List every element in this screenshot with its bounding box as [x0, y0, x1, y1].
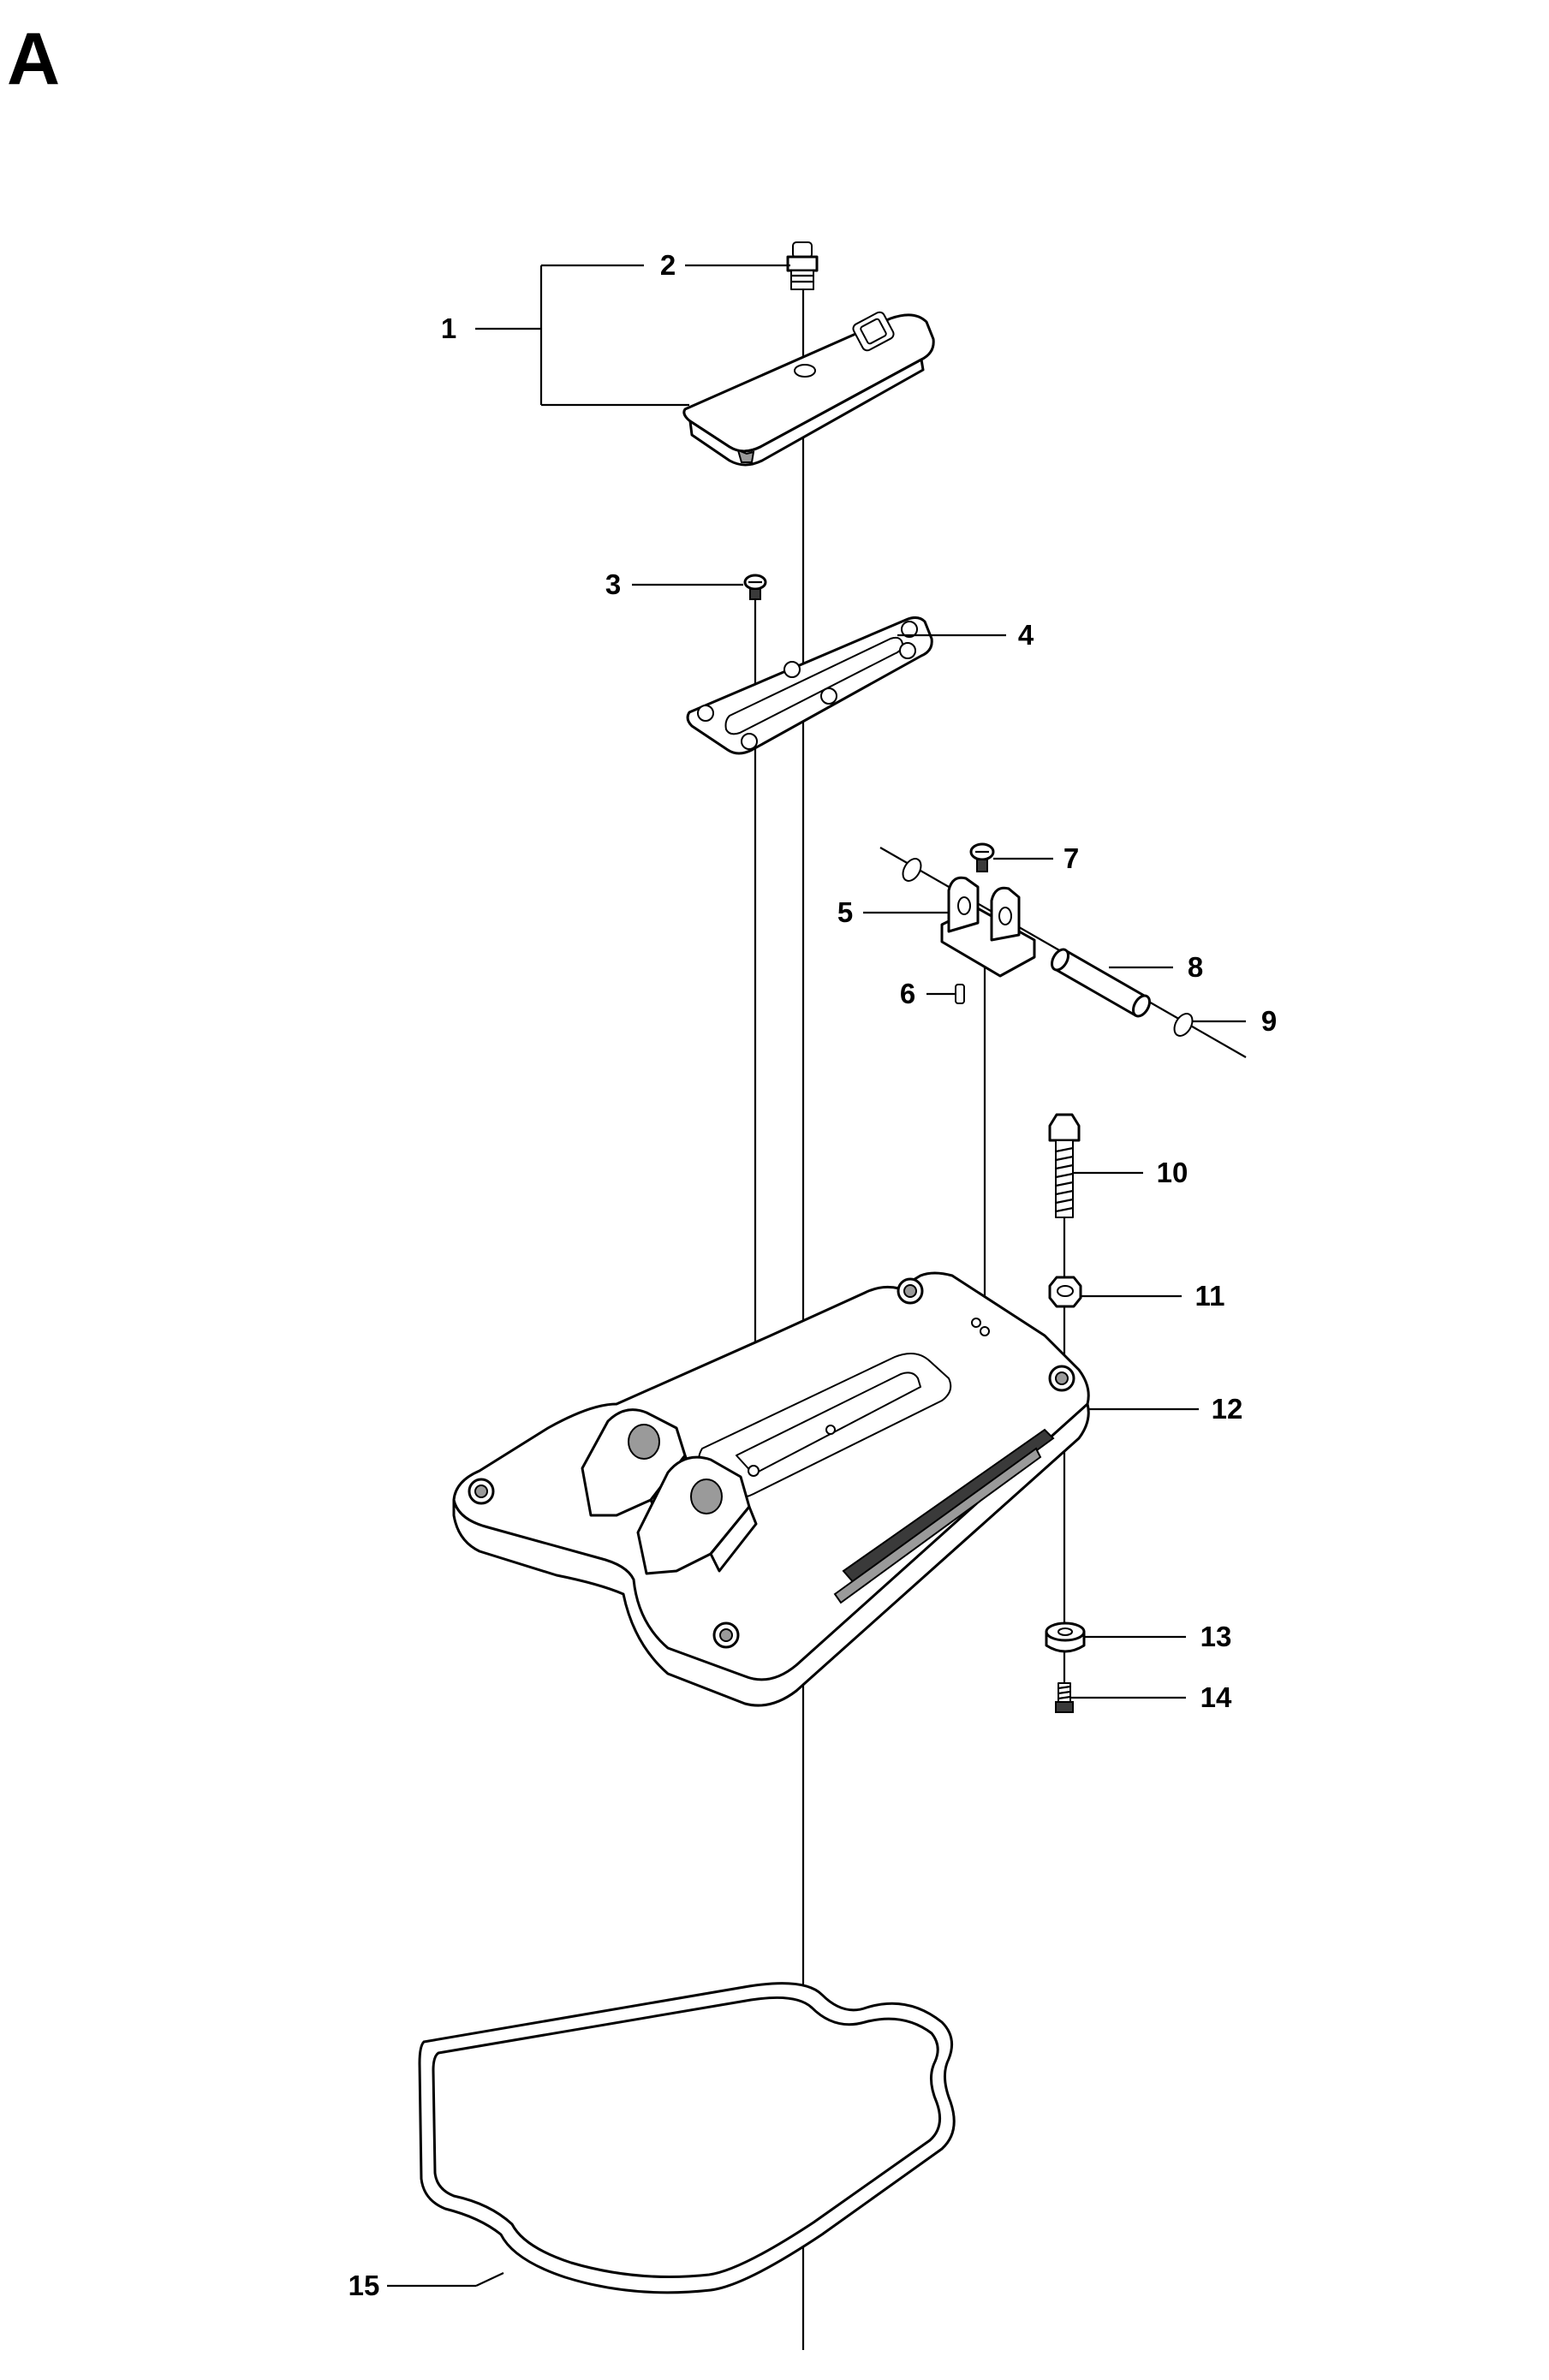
callout-8: 8 [1188, 951, 1203, 983]
part-1-top-plate [682, 311, 935, 467]
callout-2: 2 [660, 249, 676, 281]
part-6-dowel-pin [955, 984, 965, 1004]
part-12-base-plate [452, 1271, 1090, 1707]
part-5-bracket [940, 876, 1036, 978]
callout-6: 6 [900, 978, 915, 1009]
callout-1: 1 [441, 312, 456, 344]
part-15-gasket [418, 1982, 956, 2294]
part-10-bolt [1048, 1113, 1081, 1218]
callout-15: 15 [349, 2270, 380, 2301]
callout-13: 13 [1200, 1621, 1232, 1652]
part-2-grease-nipple [786, 241, 819, 290]
callout-9: 9 [1261, 1005, 1277, 1037]
callout-12: 12 [1212, 1393, 1243, 1425]
part-14-screw [1055, 1682, 1074, 1713]
section-letter: A [7, 18, 60, 100]
callout-4: 4 [1018, 619, 1034, 651]
callout-5: 5 [837, 896, 853, 928]
part-11-nut [1048, 1276, 1082, 1308]
part-13-spacer [1045, 1621, 1086, 1653]
callout-labels: 1 2 3 4 5 6 7 8 9 10 11 12 13 14 15 [349, 249, 1278, 2301]
leader-lines [387, 264, 1246, 2288]
callout-10: 10 [1157, 1157, 1189, 1188]
callout-7: 7 [1063, 842, 1079, 874]
part-3-screw [743, 574, 767, 600]
callout-14: 14 [1200, 1681, 1232, 1713]
part-8-pin-tube [1051, 948, 1151, 1018]
callout-3: 3 [605, 568, 621, 600]
part-7-screw [969, 842, 995, 872]
callout-11: 11 [1195, 1280, 1225, 1312]
part-9-circlip [902, 858, 1194, 1037]
part-4-slotted-plate [686, 616, 933, 755]
